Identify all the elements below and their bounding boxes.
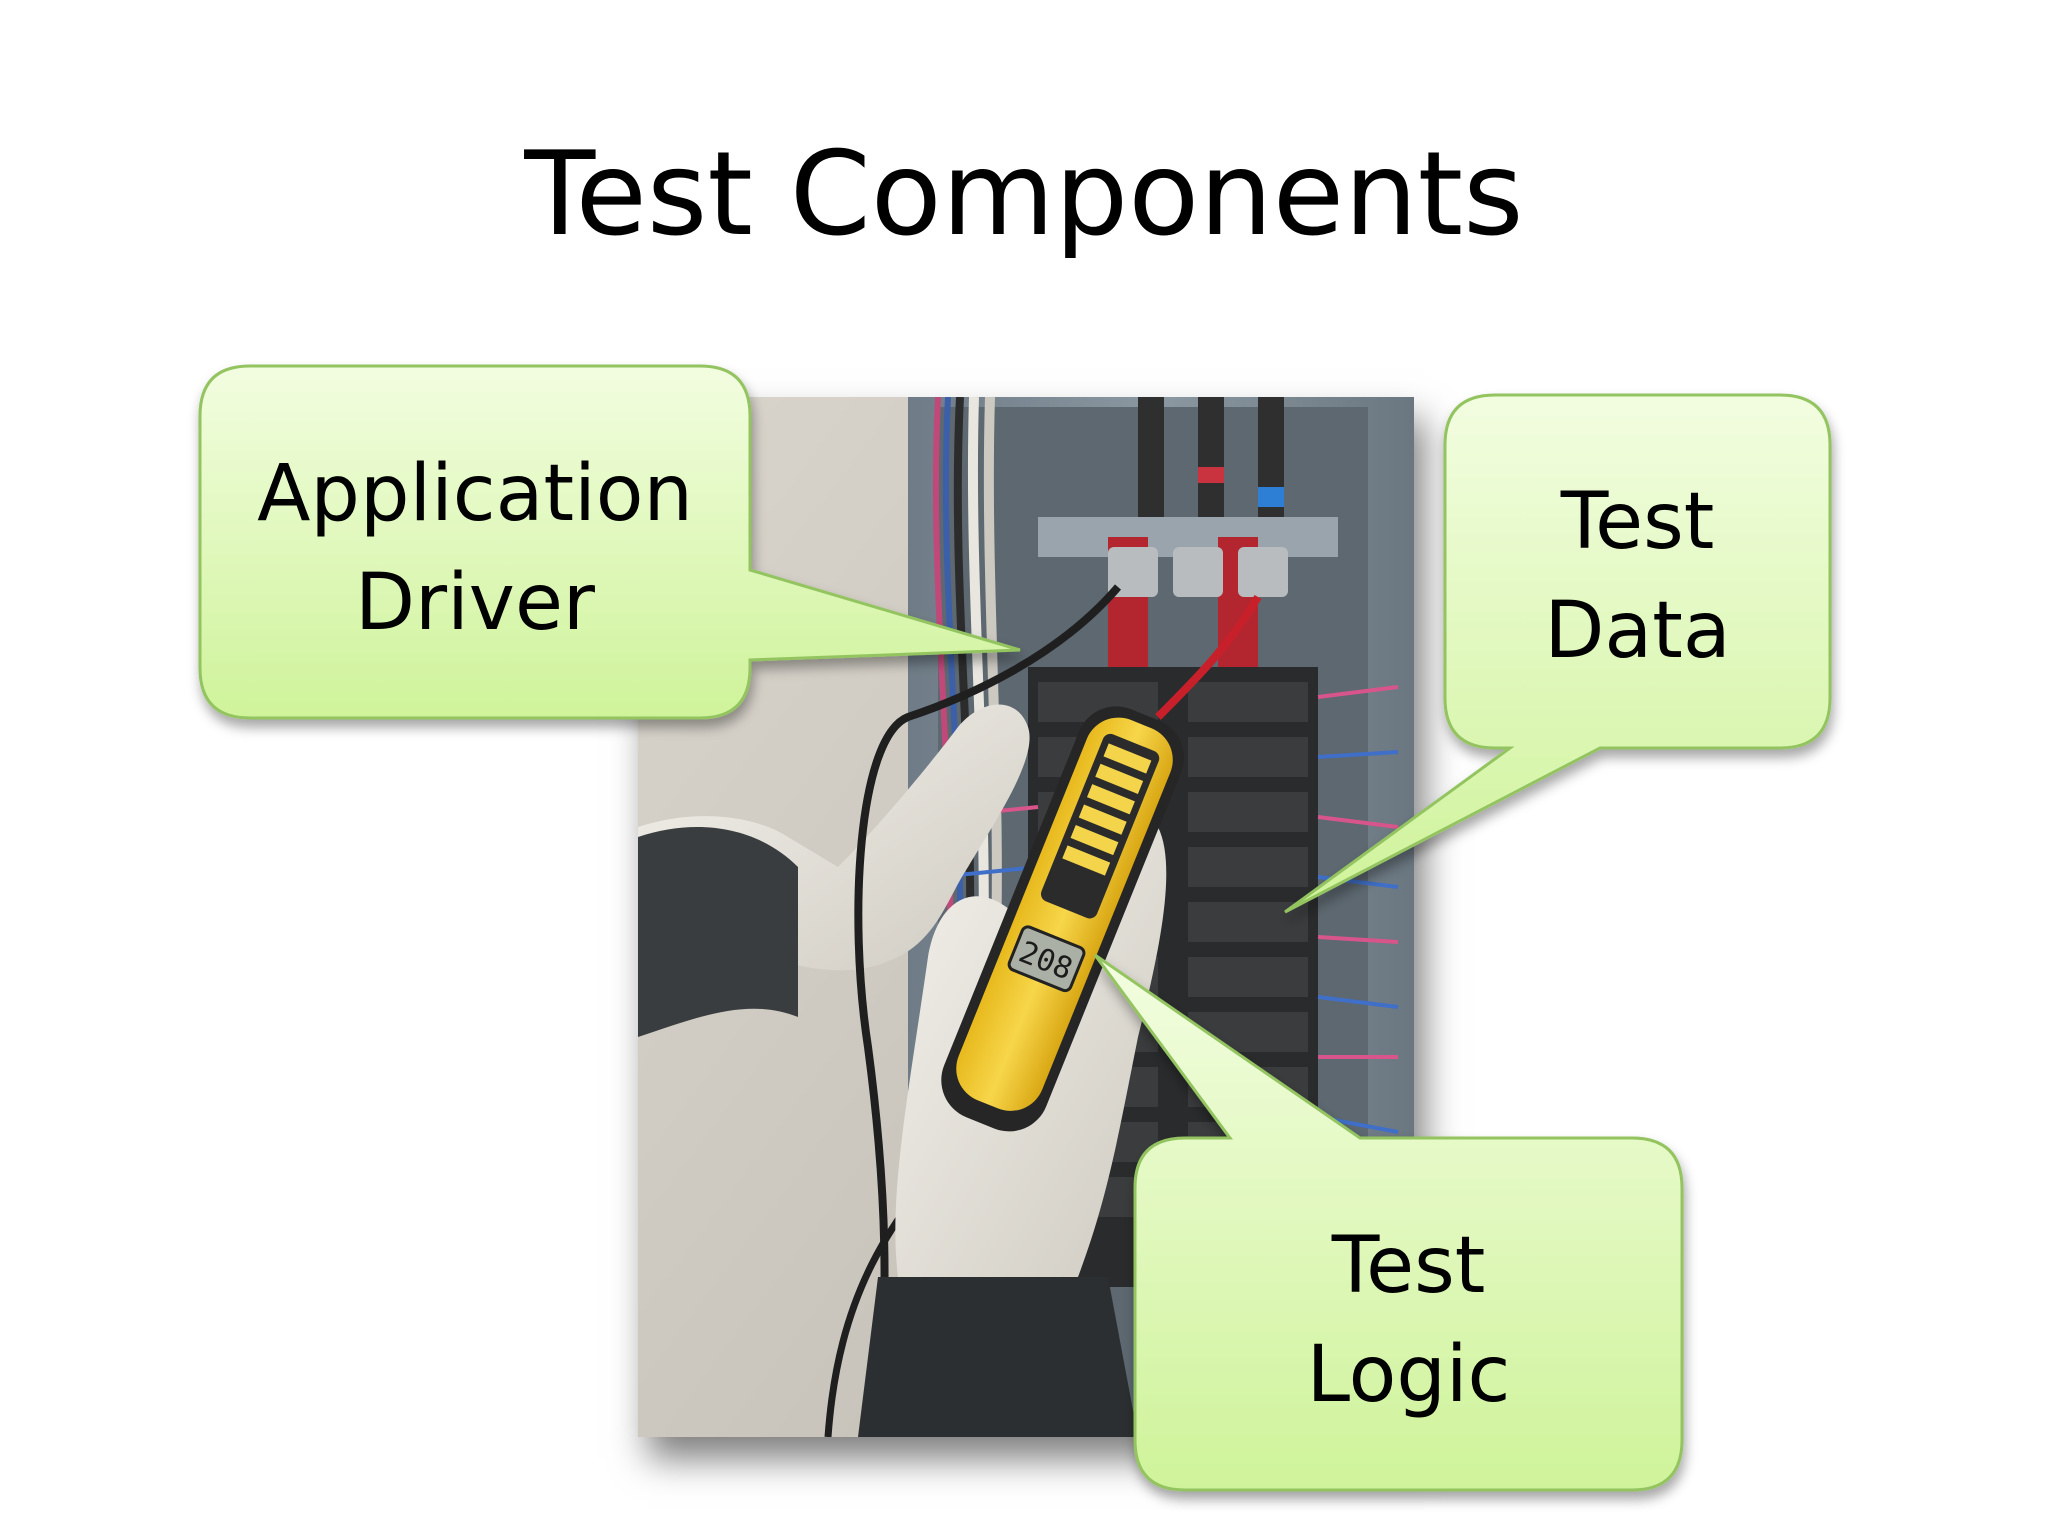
callout-application-driver-bubble <box>198 364 1021 720</box>
black-probe-lead <box>854 584 1122 1437</box>
callout-application-driver-text: Application Driver <box>257 449 693 649</box>
lug-3 <box>1238 547 1288 597</box>
lug-2 <box>1173 547 1223 597</box>
callout-test-data-bubble <box>1284 393 1832 914</box>
lug-1 <box>1108 547 1158 597</box>
right-sleeve <box>858 1277 1138 1437</box>
main-cable-3 <box>1258 397 1284 537</box>
red-probe <box>1155 594 1262 720</box>
slide-title: Test Components <box>524 127 1524 262</box>
voltage-tester: 208 <box>941 706 1184 1132</box>
callout-test-data-text: Test Data <box>1544 477 1731 677</box>
callout-test-logic-bubble <box>1093 953 1684 1492</box>
blue-tape <box>1258 487 1284 507</box>
red-tape <box>1198 467 1224 483</box>
main-cable-1 <box>1138 397 1164 537</box>
callout-test-logic-text: Test Logic <box>1306 1221 1511 1421</box>
left-sleeve <box>638 827 798 1037</box>
